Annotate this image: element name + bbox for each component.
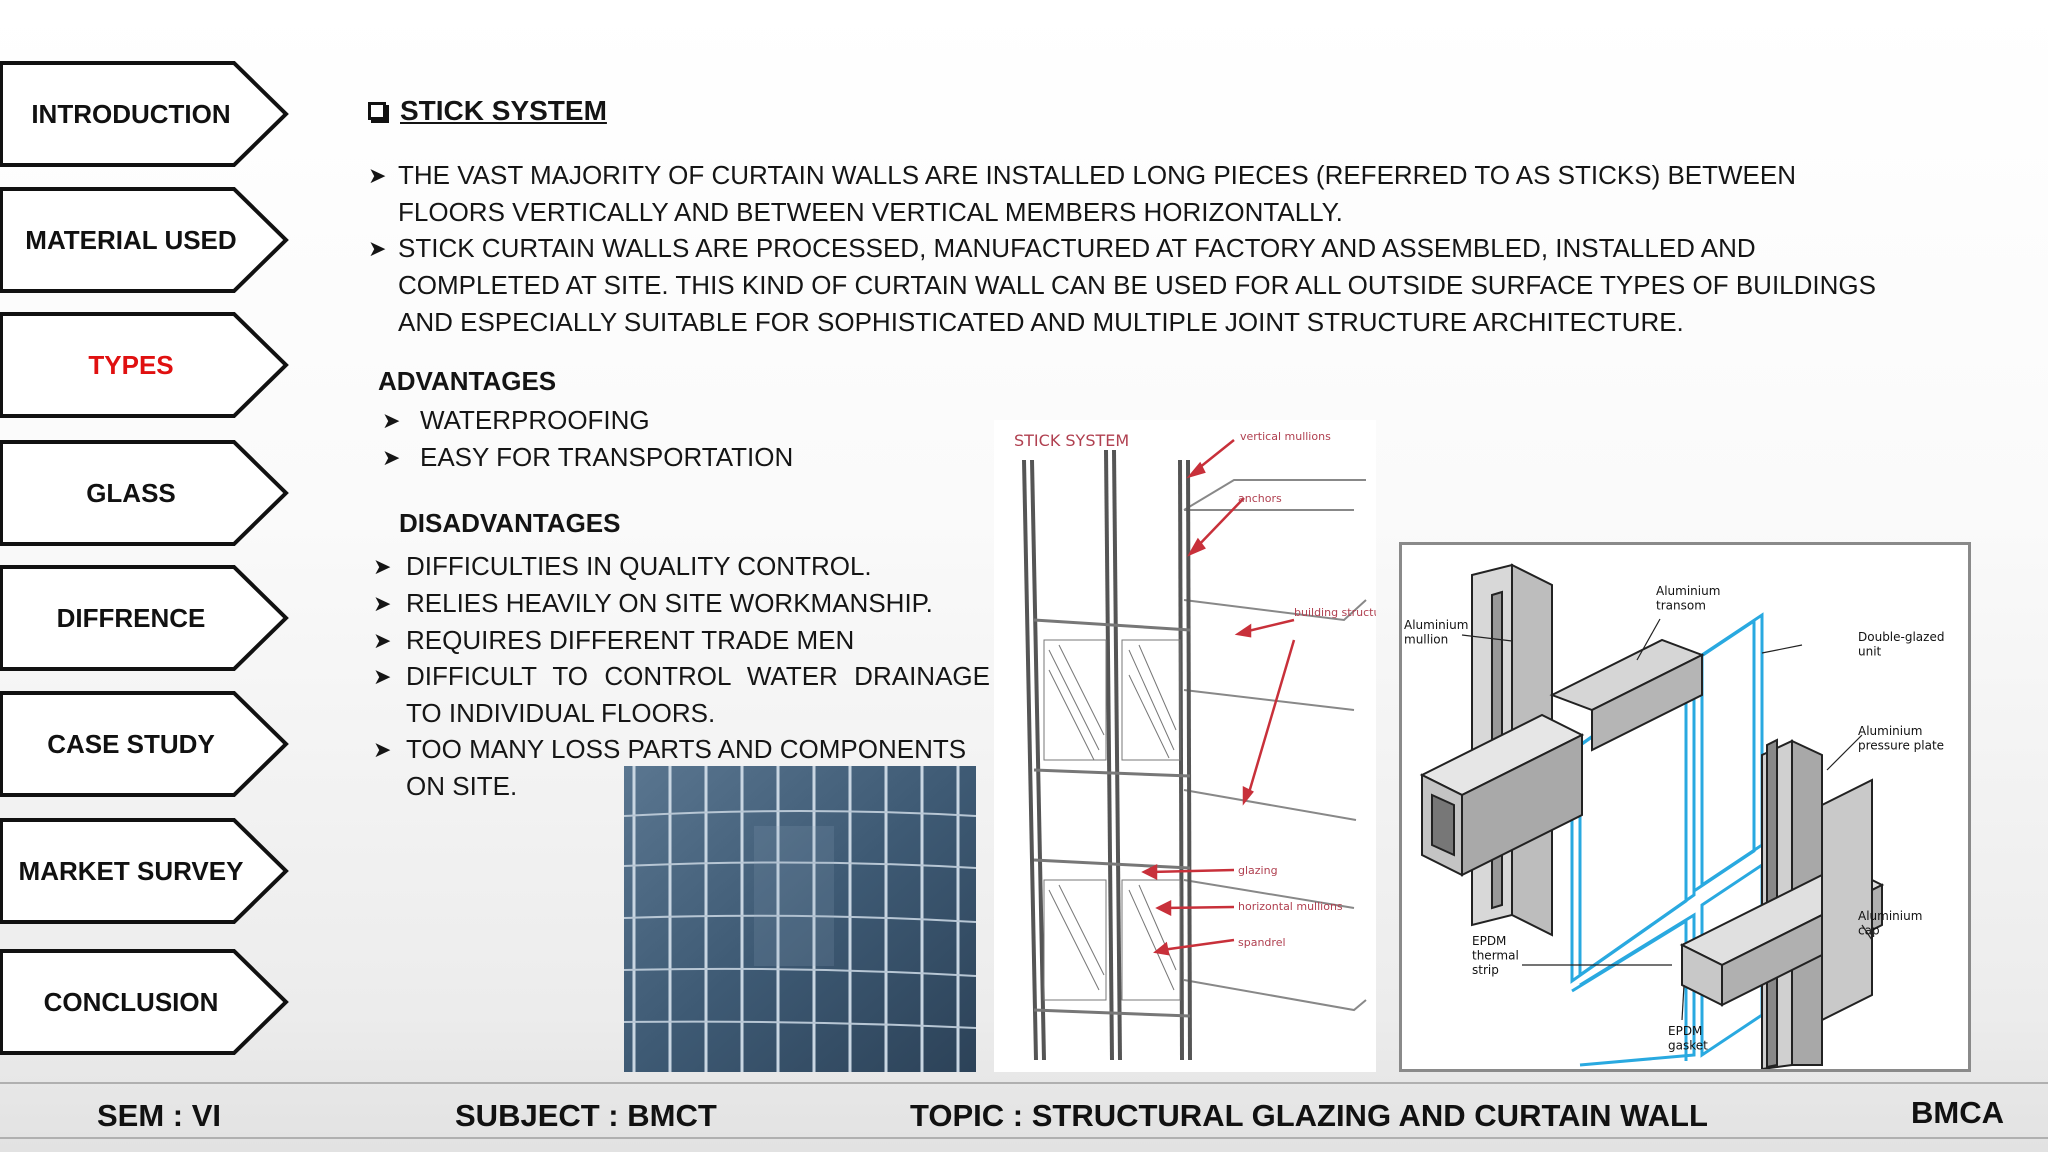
sketch-label: building structure	[1294, 606, 1376, 619]
nav-label: TYPES	[88, 349, 174, 380]
disadvantage-text: DIFFICULTIES IN QUALITY CONTROL.	[406, 551, 872, 581]
disadvantage-text: DIFFICULT TO CONTROL WATER DRAINAGE TO I…	[406, 661, 990, 728]
footer-brand: BMCA	[1911, 1095, 2004, 1130]
advantage-item: ➤ EASY FOR TRANSPORTATION	[382, 439, 793, 476]
advantage-text: EASY FOR TRANSPORTATION	[420, 442, 794, 472]
checkbox-bullet-icon	[368, 102, 386, 120]
nav-item-case-study[interactable]: CASE STUDY	[0, 690, 290, 798]
nav-label: GLASS	[86, 477, 176, 508]
arrow-tab-shape	[0, 818, 289, 924]
arrow-bullet-icon: ➤	[373, 554, 392, 579]
disadvantage-item: ➤ DIFFICULT TO CONTROL WATER DRAINAGE TO…	[373, 658, 990, 732]
sketch-label: vertical mullions	[1240, 430, 1331, 443]
nav-label: INTRODUCTION	[31, 98, 231, 129]
disadvantage-text: REQUIRES DIFFERENT TRADE MEN	[406, 625, 855, 655]
stick-system-drawing: STICK SYSTEM vertical mullions anchors b…	[1014, 430, 1376, 1061]
disadvantage-item: ➤ RELIES HEAVILY ON SITE WORKMANSHIP.	[373, 585, 993, 622]
footer-divider-bottom	[0, 1137, 2048, 1139]
arrow-tab-shape	[0, 691, 289, 797]
curtain-wall-photo	[624, 766, 976, 1072]
disadvantage-text: TOO MANY LOSS PARTS AND COMPONENTS ON SI…	[406, 734, 967, 801]
paragraph-text: THE VAST MAJORITY OF CURTAIN WALLS ARE I…	[398, 160, 1797, 227]
sketch-label: glazing	[1238, 864, 1278, 877]
glass-facade-image	[624, 766, 976, 1072]
footer-sem: SEM : VI	[97, 1098, 222, 1133]
page-title: STICK SYSTEM	[368, 95, 607, 127]
disadvantage-item: ➤ DIFFICULTIES IN QUALITY CONTROL.	[373, 548, 993, 585]
sketch-label: spandrel	[1238, 936, 1286, 949]
nav-item-types[interactable]: TYPES	[0, 311, 290, 419]
arrow-bullet-icon: ➤	[368, 163, 387, 188]
nav-label: CASE STUDY	[47, 728, 215, 759]
nav-item-material-used[interactable]: MATERIAL USED	[0, 186, 290, 294]
disadvantage-text: RELIES HEAVILY ON SITE WORKMANSHIP.	[406, 588, 933, 618]
advantages-heading: ADVANTAGES	[378, 366, 557, 396]
nav-item-market-survey[interactable]: MARKET SURVEY	[0, 817, 290, 925]
nav-label: CONCLUSION	[43, 986, 219, 1017]
arrow-bullet-icon: ➤	[382, 408, 401, 433]
disadvantage-item: ➤ REQUIRES DIFFERENT TRADE MEN	[373, 622, 993, 659]
advantage-item: ➤ WATERPROOFING	[382, 402, 650, 439]
paragraph-bullet: ➤ THE VAST MAJORITY OF CURTAIN WALLS ARE…	[368, 157, 1898, 231]
page-title-text: STICK SYSTEM	[400, 95, 607, 126]
sketch-label: horizontal mullions	[1238, 900, 1343, 913]
footer-topic: TOPIC : STRUCTURAL GLAZING AND CURTAIN W…	[910, 1098, 1708, 1133]
arrow-bullet-icon: ➤	[368, 236, 387, 261]
sketch-title: STICK SYSTEM	[1014, 431, 1129, 450]
paragraph-text: STICK CURTAIN WALLS ARE PROCESSED, MANUF…	[398, 233, 1876, 337]
arrow-tab-shape	[0, 440, 289, 546]
nav-item-diffrence[interactable]: DIFFRENCE	[0, 564, 290, 672]
arrow-bullet-icon: ➤	[373, 664, 392, 689]
footer-subject: SUBJECT : BMCT	[455, 1098, 717, 1133]
arrow-bullet-icon: ➤	[373, 737, 392, 762]
paragraph-bullet: ➤ STICK CURTAIN WALLS ARE PROCESSED, MAN…	[368, 230, 1898, 341]
arrow-tab-shape	[0, 565, 289, 671]
arrow-tab-shape	[0, 949, 289, 1055]
nav-label: DIFFRENCE	[56, 602, 206, 633]
nav-label: MARKET SURVEY	[18, 855, 244, 886]
nav-item-glass[interactable]: GLASS	[0, 439, 290, 547]
disadvantages-heading: DISADVANTAGES	[399, 508, 621, 538]
nav-item-introduction[interactable]: INTRODUCTION	[0, 60, 290, 168]
arrow-tab-shape	[0, 187, 289, 293]
footer-divider-top	[0, 1082, 2048, 1084]
stick-system-sketch: STICK SYSTEM vertical mullions anchors b…	[994, 420, 1376, 1072]
nav-item-conclusion[interactable]: CONCLUSION	[0, 948, 290, 1056]
arrow-bullet-icon: ➤	[373, 628, 392, 653]
sketch-label: anchors	[1238, 492, 1282, 505]
advantage-text: WATERPROOFING	[420, 405, 650, 435]
nav-label: MATERIAL USED	[25, 224, 237, 255]
arrow-bullet-icon: ➤	[373, 591, 392, 616]
arrow-bullet-icon: ➤	[382, 445, 401, 470]
arrow-tab-shape	[0, 312, 289, 418]
disadvantage-item: ➤ TOO MANY LOSS PARTS AND COMPONENTS ON …	[373, 731, 990, 805]
arrow-tab-shape	[0, 61, 289, 167]
